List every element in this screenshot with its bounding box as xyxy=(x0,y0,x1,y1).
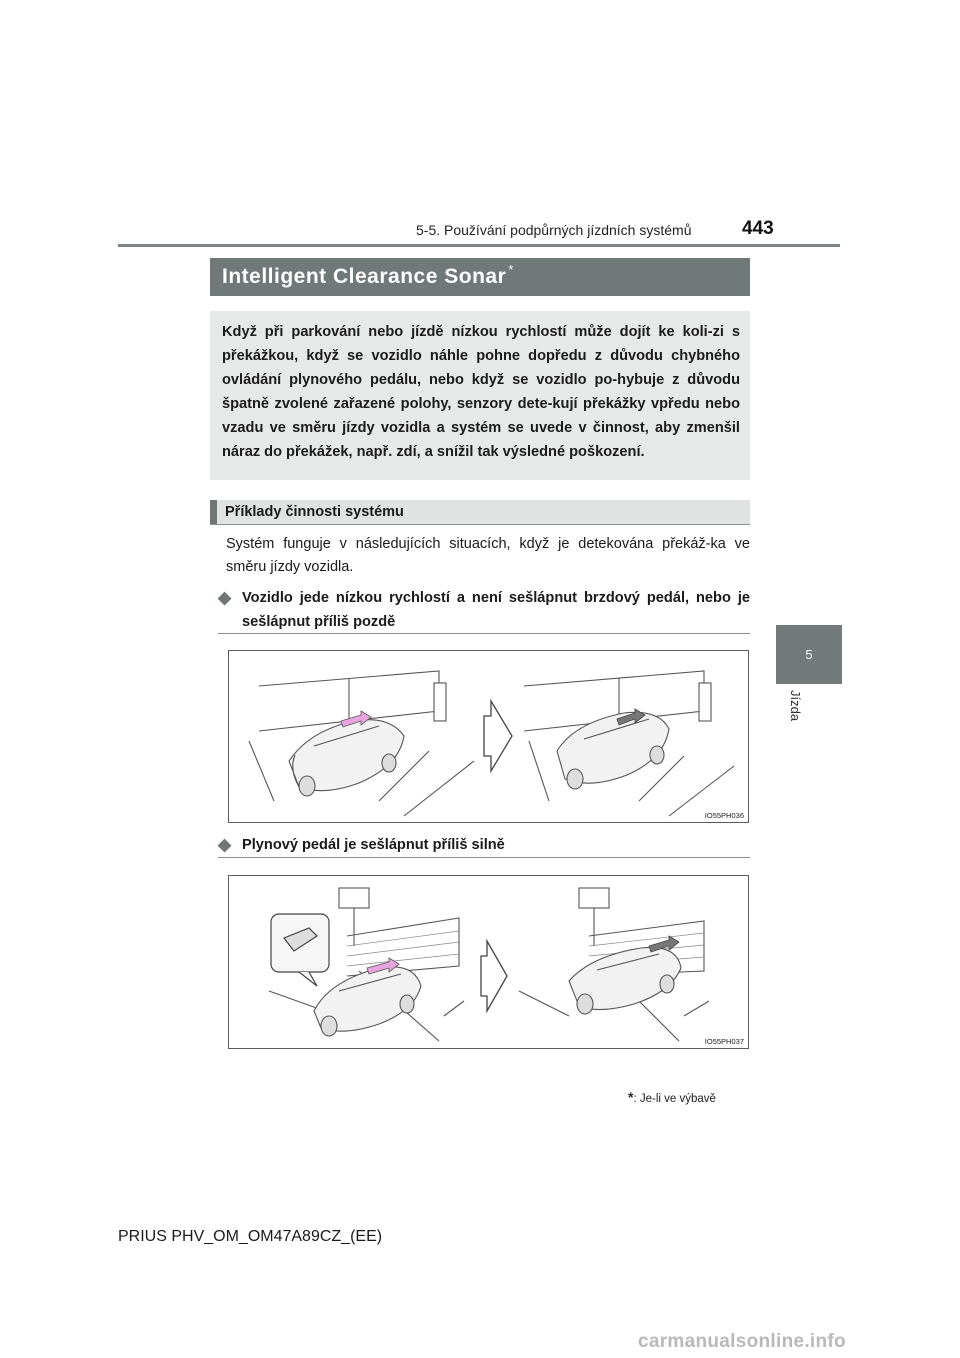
header-divider xyxy=(118,244,840,247)
subheading: Příklady činnosti systému xyxy=(210,500,750,524)
figure-2: IO55PH037 xyxy=(228,875,749,1049)
figure-1: IO55PH036 xyxy=(228,650,749,823)
chapter-tab: 5 xyxy=(776,625,842,684)
case-2: ◆ Plynový pedál je sešlápnut příliš siln… xyxy=(218,834,750,858)
case-2-rule xyxy=(218,857,750,858)
page-number: 443 xyxy=(742,218,774,239)
section-title: Intelligent Clearance Sonar* xyxy=(210,258,750,296)
intro-box: Když při parkování nebo jízdě nízkou ryc… xyxy=(210,311,750,480)
case-1: ◆ Vozidlo jede nízkou rychlostí a není s… xyxy=(218,587,750,634)
section-title-text: Intelligent Clearance Sonar xyxy=(222,265,507,288)
figure-1-illustration xyxy=(248,670,735,817)
chapter-label: Jízda xyxy=(788,690,803,722)
footnote-asterisk: * xyxy=(628,1089,634,1105)
figure-2-illustration xyxy=(268,887,710,1042)
case-1-rule xyxy=(218,633,750,634)
footnote-text: : Je-li ve výbavě xyxy=(633,1093,716,1105)
watermark: carmanualsonline.info xyxy=(638,1331,846,1352)
figure-1-code: IO55PH036 xyxy=(704,811,744,820)
case-2-text: Plynový pedál je sešlápnut příliš silně xyxy=(242,837,505,853)
diamond-bullet-icon: ◆ xyxy=(218,835,232,854)
intro-text: Když při parkování nebo jízdě nízkou ryc… xyxy=(222,324,740,461)
case-1-text: Vozidlo jede nízkou rychlostí a není seš… xyxy=(242,590,750,630)
document-id: PRIUS PHV_OM_OM47A89CZ_(EE) xyxy=(118,1228,383,1245)
title-asterisk: * xyxy=(508,261,514,277)
subheading-rule xyxy=(210,524,750,525)
body-text: Systém funguje v následujících situacích… xyxy=(226,536,750,575)
diamond-bullet-icon: ◆ xyxy=(218,588,232,607)
figure-2-code: IO55PH037 xyxy=(704,1037,744,1046)
section-header: 5-5. Používání podpůrných jízdních systé… xyxy=(416,222,692,238)
footnote: *: Je-li ve výbavě xyxy=(628,1089,716,1105)
